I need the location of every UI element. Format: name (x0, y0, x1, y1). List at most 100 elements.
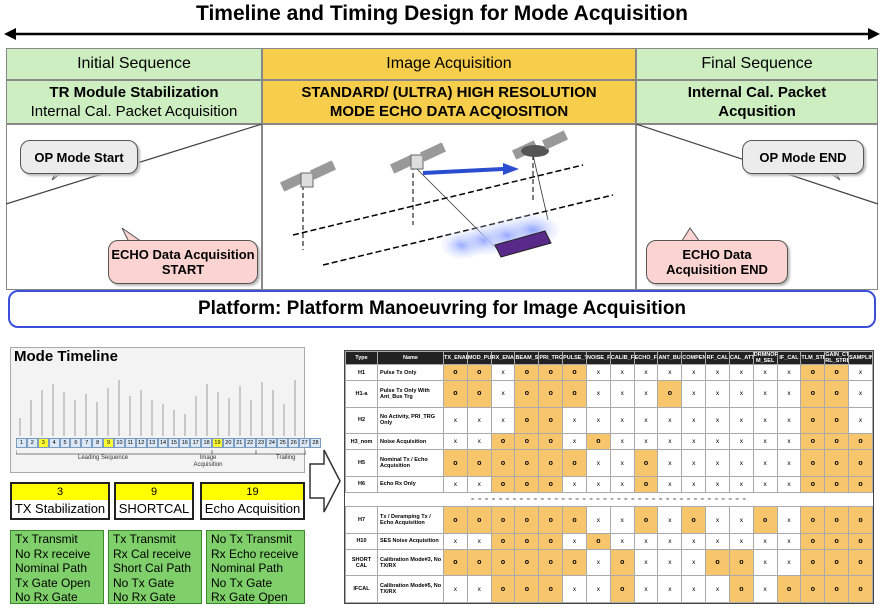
signal-cell: o (609, 549, 635, 577)
signal-cell: o (848, 532, 873, 551)
signal-cell: x (657, 363, 683, 382)
step-details-shortcal: Tx Transmit Rx Cal receive Short Cal Pat… (108, 530, 202, 604)
signal-cell: o (562, 506, 587, 534)
satellite-icon-1 (280, 160, 336, 192)
timeline-cell: 28 (310, 438, 321, 448)
signal-cell: o (657, 380, 683, 408)
table-header-cell: MOD_PULSE (466, 351, 492, 365)
row-type: H7 (345, 506, 378, 534)
signal-cell: x (633, 406, 659, 435)
signal-cell: x (585, 380, 611, 408)
signal-cell: x (466, 406, 492, 435)
timeline-cell: 1 (16, 438, 27, 448)
signal-cell: o (490, 506, 516, 534)
row-name: Noise Acquisition (377, 433, 444, 451)
timeline-arrow (4, 28, 880, 40)
signal-cell: o (848, 506, 873, 534)
image-panel (262, 124, 636, 290)
signal-cell: o (538, 433, 564, 451)
platform-banner: Platform: Platform Manoeuvring for Image… (8, 290, 876, 328)
echo-start-bubble: ECHO Data Acquisition START (108, 240, 258, 284)
signal-cell: o (800, 449, 826, 477)
signal-cell: x (585, 406, 611, 435)
timeline-brackets (16, 450, 306, 455)
table-header-cell: PRI_TRG (538, 351, 564, 365)
table-header-cell: CAL_ATT (728, 351, 754, 365)
signal-cell: x (776, 363, 802, 382)
signal-cell: o (538, 449, 564, 477)
signal-cell: o (538, 506, 564, 534)
signal-cell: o (800, 380, 826, 408)
signal-cell: x (633, 363, 659, 382)
signal-cell: o (514, 380, 540, 408)
satellite-icon-2 (390, 142, 446, 174)
row-type: H10 (345, 532, 378, 551)
signal-cell: x (681, 575, 707, 603)
signal-cell: x (657, 506, 683, 534)
right-arrow-icon (309, 449, 341, 513)
signal-cell: o (466, 363, 492, 382)
signal-cell: x (752, 549, 778, 577)
signal-cell: x (657, 406, 683, 435)
table-header-cell: PULSE_TRG (562, 351, 587, 365)
signal-cell: o (562, 549, 587, 577)
table-separator-row: ≈ ≈ ≈ ≈ ≈ ≈ ≈ ≈ ≈ ≈ ≈ ≈ ≈ ≈ ≈ ≈ ≈ ≈ ≈ ≈ … (345, 492, 873, 507)
signal-cell: o (443, 449, 468, 477)
signal-cell: x (776, 433, 802, 451)
row-name: Pulse Tx Only (377, 363, 444, 382)
signal-cell: x (657, 475, 683, 494)
signal-cell: x (443, 406, 468, 435)
final-sub1: Internal Cal. Packet (687, 84, 827, 101)
phase-final-sub: Internal Cal. Packet Acqusition (636, 80, 878, 124)
signal-cell: x (466, 532, 492, 551)
signal-cell: o (681, 506, 707, 534)
timeline-cell: 16 (179, 438, 191, 448)
image-acquisition-label: Image Acquisition (193, 455, 223, 468)
signal-cell: x (609, 380, 635, 408)
row-type: H1-a (345, 380, 378, 408)
signal-cell: x (657, 549, 683, 577)
signal-cell: o (514, 449, 540, 477)
row-type: H6 (345, 475, 378, 494)
timeline-cell: 18 (201, 438, 213, 448)
table-header-cell: IF_CAL (776, 351, 802, 365)
signal-cell: o (848, 575, 873, 603)
detail-line: Nominal Path (211, 561, 284, 575)
signal-cell: x (562, 475, 587, 494)
signal-cell: x (705, 532, 730, 551)
timeline-cell: 25 (277, 438, 289, 448)
signal-timing-table: TypeNameTX_ENABLEMOD_PULSERX_ENABLEBEAM_… (344, 350, 874, 604)
signal-cell: x (633, 380, 659, 408)
table-header-cell: ANT_BUS_TRG (657, 351, 683, 365)
signal-cell: x (633, 532, 659, 551)
timeline-cell: 2 (26, 438, 38, 448)
signal-cell: x (728, 475, 754, 494)
signal-cell: o (800, 575, 826, 603)
table-header-cell: TLM_STRB (800, 351, 826, 365)
signal-cell: o (800, 406, 826, 435)
timeline-cell: 23 (255, 438, 267, 448)
timeline-cell: 24 (266, 438, 278, 448)
signal-cell: x (752, 363, 778, 382)
signal-cell: o (466, 449, 492, 477)
signal-cell: x (681, 449, 707, 477)
row-type: H2 (345, 406, 378, 435)
signal-cell: x (490, 406, 516, 435)
signal-cell: x (752, 475, 778, 494)
signal-cell: o (562, 449, 587, 477)
detail-line: Rx Echo receive (211, 546, 299, 561)
signal-cell: o (824, 380, 850, 408)
signal-cell: x (705, 363, 730, 382)
timeline-cell: 10 (114, 438, 125, 448)
step-details-echo-acquisition: No Tx Transmit Rx Echo receive Nominal P… (206, 530, 305, 604)
orbit-arrow (422, 167, 504, 175)
signal-cell: o (514, 532, 540, 551)
signal-cell: o (824, 449, 850, 477)
timeline-cell: 7 (81, 438, 93, 448)
signal-cell: o (705, 549, 730, 577)
signal-cell: x (609, 449, 635, 477)
step-details-tx-stabilization: Tx Transmit No Rx receive Nominal Path T… (10, 530, 104, 604)
op-mode-start-bubble: OP Mode Start (20, 140, 138, 174)
timeline-cell: 15 (168, 438, 180, 448)
